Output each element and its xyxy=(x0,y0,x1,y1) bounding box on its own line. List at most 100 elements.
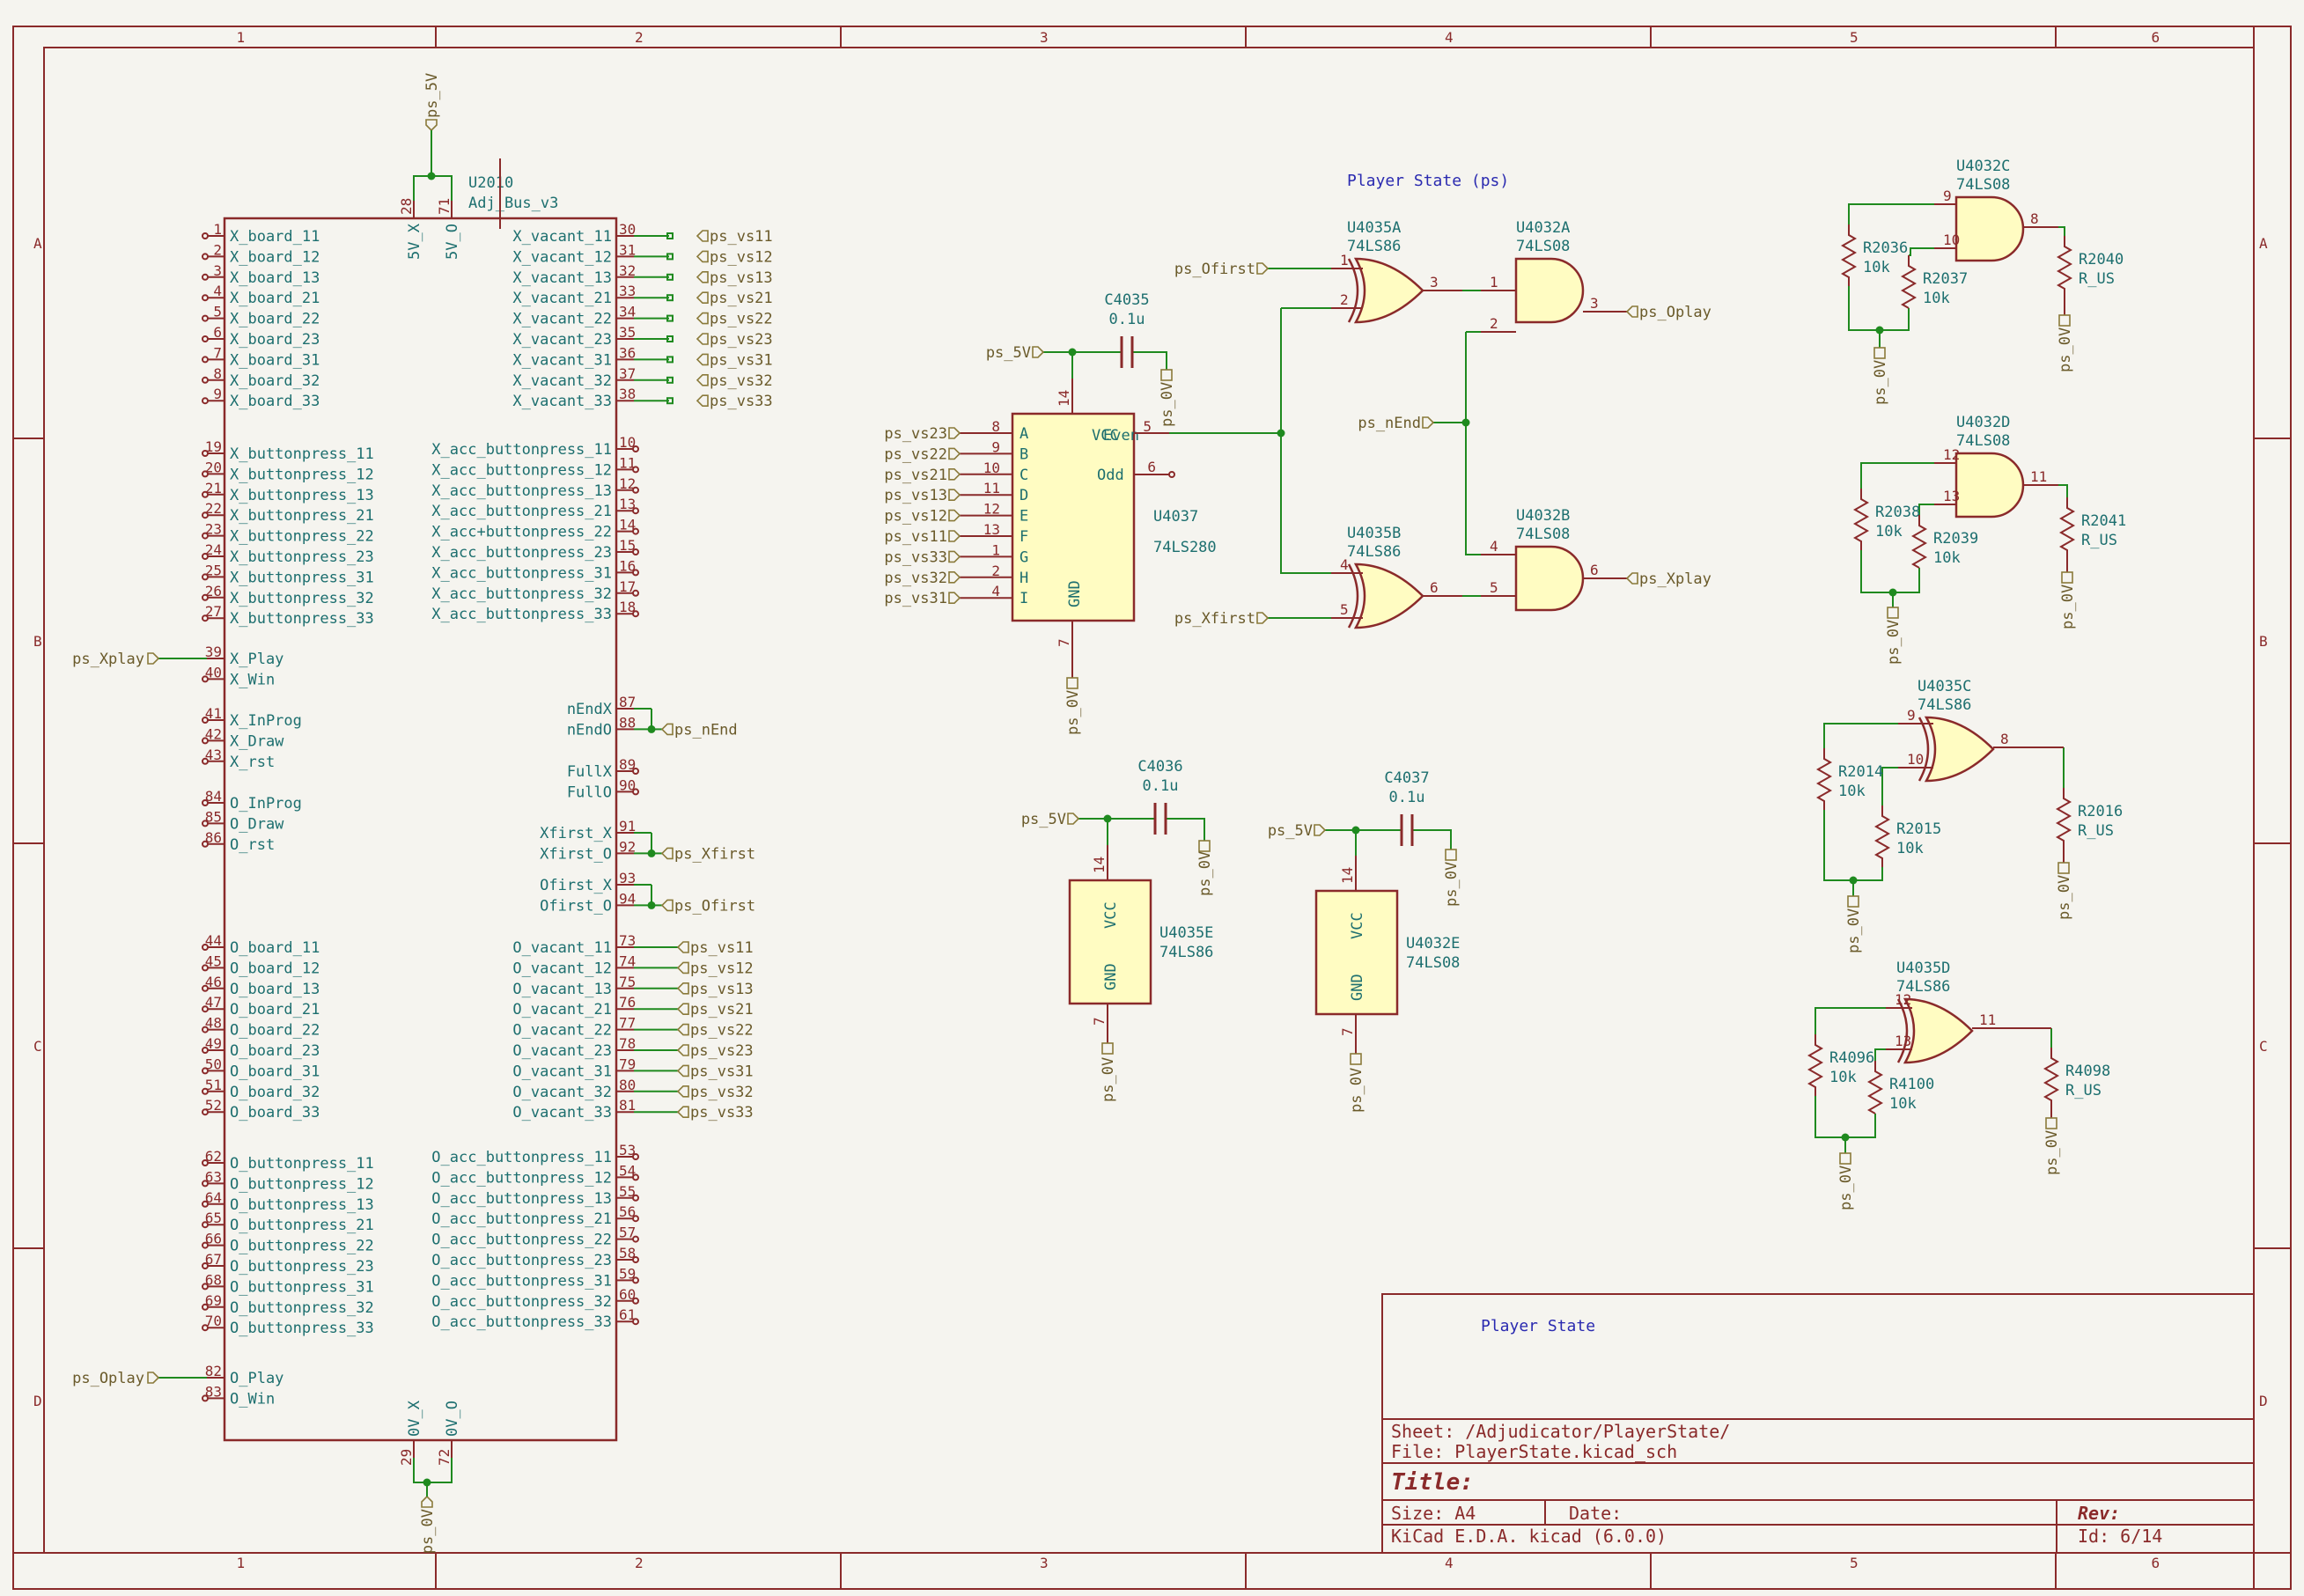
parity-net-flag xyxy=(948,468,961,481)
bus-pin-name: Xfirst_O xyxy=(540,845,612,863)
bus-pin-number: 64 xyxy=(205,1189,222,1206)
bus-pin-number: 87 xyxy=(619,694,636,710)
bus-pin-name: O_acc_buttonpress_11 xyxy=(431,1149,612,1166)
bus-pin-number: 29 xyxy=(398,1449,415,1466)
bus-pin-name: O_buttonpress_23 xyxy=(230,1258,374,1276)
bus-pin-name: X_vacant_12 xyxy=(512,248,612,266)
parity-even-label: Even xyxy=(1103,427,1139,445)
bus-pin-number: 14 xyxy=(619,517,636,533)
wire xyxy=(1166,818,1205,841)
title-id: Id: 6/14 xyxy=(2078,1526,2162,1547)
u4035d-ref: U4035D xyxy=(1896,960,1950,977)
bus-pin-name: X_vacant_31 xyxy=(512,351,612,369)
zone-row-left: C xyxy=(33,1038,42,1055)
u4032b-body xyxy=(1514,545,1585,612)
parity-pin-name: H xyxy=(1020,570,1028,587)
bus-pin-number: 90 xyxy=(619,776,636,793)
bus-net-label: ps_nEnd xyxy=(674,721,738,739)
bus-pin-nc xyxy=(202,1283,209,1291)
bus-pin-number: 68 xyxy=(205,1271,222,1288)
parity-pin-number: 2 xyxy=(991,563,1000,579)
r2015-ref: R2015 xyxy=(1896,820,1941,838)
bus-pin-name: O_acc_buttonpress_12 xyxy=(431,1169,612,1187)
bus-net-label: ps_vs33 xyxy=(690,1104,754,1122)
r2038-body xyxy=(1852,489,1870,550)
c4036-5v-flag xyxy=(1067,813,1080,825)
parity-pin-number: 7 xyxy=(1056,638,1072,647)
bus-pin-nc xyxy=(202,820,209,827)
bus-connector-u2010: U2010 Adj_Bus_v3 xyxy=(223,158,618,1442)
u4035a-body xyxy=(1353,257,1424,324)
bus-pin-number: 74 xyxy=(619,952,636,969)
bus-pin-number: 26 xyxy=(205,583,222,599)
bus-net-flag xyxy=(147,1372,160,1384)
wire-end xyxy=(666,253,674,261)
u4035a-ofirst: ps_Ofirst xyxy=(1174,261,1255,278)
r2040-gnd: ps_0V xyxy=(2057,327,2074,372)
bus-pin-number: 78 xyxy=(619,1035,636,1052)
bus-pin-number: 17 xyxy=(619,578,636,595)
parity-gnd: GND xyxy=(1066,580,1084,607)
zone-row-left: A xyxy=(33,235,42,252)
r2038-gnd-flag xyxy=(1887,607,1899,619)
bus-pin-name: X_buttonpress_12 xyxy=(230,466,374,483)
bus-pin-name: O_board_13 xyxy=(230,981,320,998)
zone-row-left: B xyxy=(33,633,42,650)
bus-pin-number: 37 xyxy=(619,365,636,382)
u4032d-ref: U4032D xyxy=(1956,414,2010,431)
bus-net-flag xyxy=(696,394,709,407)
parity-gnd-flag xyxy=(1066,677,1078,689)
u4035b-body xyxy=(1353,563,1424,629)
bus-pin-nc xyxy=(202,253,209,261)
bus-pin-nc xyxy=(632,569,639,577)
bus-pin-name: O_buttonpress_11 xyxy=(230,1155,374,1173)
bus-pin-number: 8 xyxy=(213,365,222,382)
u4032e-value: 74LS08 xyxy=(1406,954,1460,972)
bus-pin-nc xyxy=(632,527,639,535)
bus-pin-nc xyxy=(202,1303,209,1311)
c4035-gnd-flag xyxy=(1160,369,1173,381)
bus-pin-name: O_board_21 xyxy=(230,1001,320,1019)
bus-pin-name: X_buttonpress_32 xyxy=(230,590,374,607)
u4035b-ref: U4035B xyxy=(1347,525,1401,542)
wire-end xyxy=(666,294,674,302)
r2036-ref: R2036 xyxy=(1863,239,1908,257)
title-tool: KiCad E.D.A. kicad (6.0.0) xyxy=(1391,1526,1667,1547)
bus-net-flag xyxy=(676,1064,689,1077)
title-block: Player State Sheet: /Adjudicator/PlayerS… xyxy=(1381,1293,2255,1554)
bus-pin-number: 83 xyxy=(205,1383,222,1400)
wire-end xyxy=(666,273,674,281)
bus-pin-nc xyxy=(202,335,209,342)
bus-pin-number: 9 xyxy=(213,386,222,402)
r2040-value: R_US xyxy=(2079,270,2115,288)
bus-0v-flag xyxy=(421,1495,433,1508)
parity-pin-name: B xyxy=(1020,445,1028,463)
c4035-5v-flag xyxy=(1032,346,1045,358)
r4100-body xyxy=(1866,1061,1884,1114)
bus-pin-nc xyxy=(202,1200,209,1208)
u4032a-in1-num: 1 xyxy=(1490,274,1498,291)
c4037-5v: ps_5V xyxy=(1268,822,1313,840)
bus-pin-nc xyxy=(202,944,209,951)
u4032e-gnd-label: ps_0V xyxy=(1348,1068,1365,1113)
wire xyxy=(1280,308,1331,574)
parity-net-flag xyxy=(948,447,961,460)
outer-frame xyxy=(12,26,2292,1590)
bus-net-label: ps_vs12 xyxy=(710,248,773,266)
bus-pin-name: X_board_22 xyxy=(230,311,320,328)
title-comment: Player State xyxy=(1481,1317,1595,1335)
bus-pin-name: O_board_22 xyxy=(230,1022,320,1040)
u4032e-pin1: 14 xyxy=(1339,867,1356,884)
u4032b-ref: U4032B xyxy=(1516,507,1570,525)
bus-pin-nc xyxy=(202,1159,209,1166)
wire-end xyxy=(666,335,674,342)
wire xyxy=(1848,203,1934,224)
bus-pin-nc xyxy=(202,717,209,724)
bus-pin-name: X_vacant_13 xyxy=(512,269,612,287)
bus-pin-name: X_buttonpress_33 xyxy=(230,610,374,628)
c4036-gnd-flag xyxy=(1198,840,1211,852)
u4035d-in2-num: 13 xyxy=(1895,1033,1911,1049)
bus-pin-nc xyxy=(202,232,209,239)
wire xyxy=(1848,286,1910,331)
